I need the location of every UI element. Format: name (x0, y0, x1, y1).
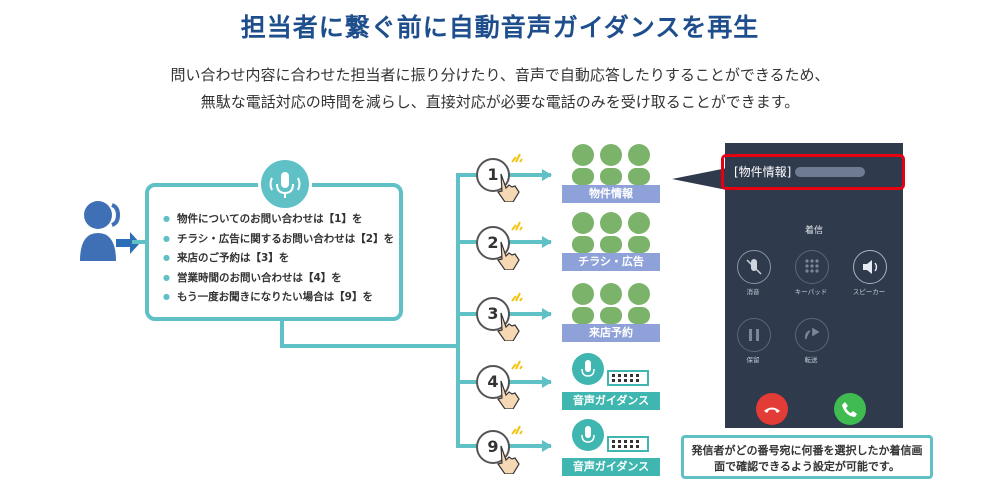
tap-spark-icon (511, 425, 523, 435)
transfer-icon (805, 327, 820, 340)
caller-icon (80, 201, 140, 261)
description: 問い合わせ内容に合わせた担当者に振り分けたり、音声で自動応答したりすることができ… (0, 62, 1000, 116)
pointing-hand-icon (497, 312, 520, 341)
mute-button[interactable] (737, 250, 771, 284)
arrow-2 (542, 236, 552, 248)
caller-id: [物件情報] (734, 163, 866, 180)
caption-line-1: 発信者がどの番号宛に何番を選択したか着信画 (691, 444, 923, 457)
arrow-4 (542, 376, 552, 388)
keypad-icon (805, 259, 819, 273)
microphone-icon (269, 172, 301, 198)
arrow-9 (542, 440, 552, 452)
option-number-2: 2 (476, 226, 510, 260)
pointing-hand-icon (497, 380, 520, 409)
callout-pointer (672, 168, 727, 190)
caption-box: 発信者がどの番号宛に何番を選択したか着信画 面で確認できるよう設定が可能です。 (681, 435, 933, 479)
option-number-4: 4 (476, 365, 510, 399)
guidance-item: チラシ・広告に関するお問い合わせは【2】を (163, 229, 394, 249)
guidance-item: 営業時間のお問い合わせは【4】を (163, 268, 394, 288)
description-line-1: 問い合わせ内容に合わせた担当者に振り分けたり、音声で自動応答したりすることができ… (170, 66, 830, 84)
guidance-list: 物件についてのお問い合わせは【1】を チラシ・広告に関するお問い合わせは【2】を… (163, 209, 394, 307)
tap-spark-icon (511, 221, 523, 231)
voice-guidance-speaker-icon (572, 353, 649, 386)
answer-button[interactable] (834, 393, 866, 425)
arrow-3 (542, 308, 552, 320)
blurred-phone-number (795, 167, 866, 177)
connector-caller (132, 240, 147, 244)
staff-group-icon (572, 283, 650, 324)
destination-label-4: 音声ガイダンス (562, 392, 660, 410)
tap-spark-icon (511, 360, 523, 370)
destination-label-3: 来店予約 (562, 324, 660, 342)
guidance-item: 物件についてのお問い合わせは【1】を (163, 209, 394, 229)
pointing-hand-icon (497, 241, 520, 270)
destination-label-2: チラシ・広告 (562, 253, 660, 271)
staff-group-icon (572, 212, 650, 253)
tap-spark-icon (511, 153, 523, 163)
speaker-button[interactable] (853, 250, 887, 284)
guidance-item: 来店のご予約は【3】を (163, 248, 394, 268)
decline-button[interactable] (756, 393, 788, 425)
guidance-item: もう一度お聞きになりたい場合は【9】を (163, 287, 394, 307)
speaker-label: スピーカー (852, 288, 886, 296)
hold-label: 保留 (746, 356, 760, 364)
incoming-call-label: 着信 (804, 226, 823, 236)
description-line-2: 無駄な電話対応の時間を減らし、直接対応が必要な電話のみを受け取ることができます。 (200, 93, 800, 111)
caller-tag: [物件情報] (734, 165, 792, 179)
pause-icon (749, 329, 759, 341)
destination-label-9: 音声ガイダンス (562, 458, 660, 476)
page-title: 担当者に繋ぐ前に自動音声ガイダンスを再生 (240, 13, 760, 42)
phone-incoming-screen: 着信 消音 キーパッド スピーカー 保留 転送 (725, 143, 903, 428)
hang-up-icon (764, 407, 780, 413)
pointing-hand-icon (497, 445, 520, 474)
connector-box-down (280, 312, 284, 348)
phone-icon (842, 402, 857, 417)
hold-button[interactable] (737, 318, 771, 352)
voice-guidance-icon (258, 157, 312, 211)
staff-group-icon (572, 144, 650, 185)
mute-label: 消音 (746, 288, 760, 296)
caption-line-2: 面で確認できるよう設定が可能です。 (714, 460, 900, 473)
keypad-button[interactable] (795, 250, 829, 284)
connector-to-trunk (280, 344, 460, 348)
tap-spark-icon (511, 292, 523, 302)
voice-guidance-speaker-icon (572, 419, 649, 452)
caller-id-highlight: [物件情報] (721, 154, 905, 190)
microphone-off-icon (746, 259, 762, 275)
destination-label-1: 物件情報 (562, 185, 660, 203)
keypad-label: キーパッド (794, 288, 828, 296)
speaker-icon (863, 260, 878, 274)
pointing-hand-icon (497, 173, 520, 202)
arrow-1 (542, 169, 552, 181)
transfer-button[interactable] (795, 318, 829, 352)
trunk-line (456, 173, 460, 448)
transfer-label: 転送 (804, 356, 818, 364)
